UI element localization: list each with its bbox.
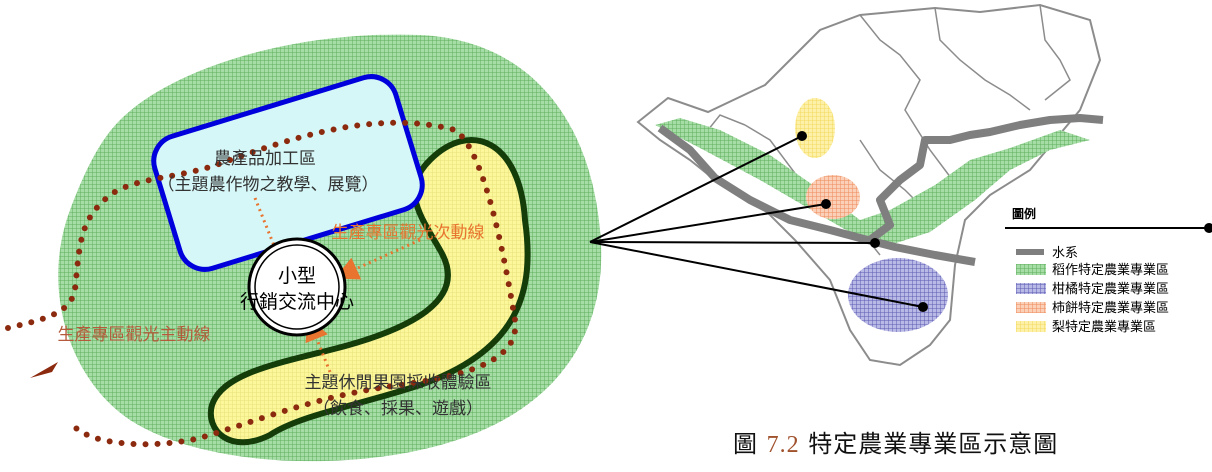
legend-label-persimmon: 柿餅特定農業專業區 — [1052, 300, 1169, 316]
legend-swatch-river — [1016, 249, 1044, 255]
main-route-arrow-icon — [30, 362, 58, 378]
regional-map — [589, 3, 1212, 367]
main-tour-route — [5, 119, 519, 448]
caption-title: 特定農業專業區示意圖 — [800, 430, 1059, 458]
legend-label-pear: 梨特定農業專業區 — [1052, 319, 1156, 335]
main-route-label: 生產專區觀光主動線 — [58, 325, 211, 345]
orchard-zone-subtitle: （飲食、採果、遊戲） — [313, 399, 483, 419]
legend-title: 圖例 — [1012, 206, 1036, 221]
rice-zone-band — [655, 118, 1090, 245]
caption-prefix: 圖 — [733, 430, 767, 458]
processing-zone-title: 農產品加工區 — [214, 149, 316, 169]
secondary-route-label: 生產專區觀光次動線 — [332, 223, 485, 243]
legend: 圖例 水系 稻作特定農業專業區 柑橘特定農業專業區 柿餅特定農業專業區 梨特定農… — [1012, 206, 1169, 335]
secondary-route-top — [253, 197, 288, 274]
marketing-center-label-line2: 行銷交流中心 — [240, 291, 354, 313]
pointer-dots — [797, 131, 1212, 312]
marketing-center-label-line1: 小型 — [278, 265, 316, 287]
persimmon-zone — [806, 175, 860, 219]
legend-swatch-rice — [1016, 264, 1046, 275]
orchard-zone-title: 主題休閒果園採收體驗區 — [305, 373, 492, 393]
caption-number: 7.2 — [767, 432, 800, 458]
river — [657, 114, 1104, 266]
processing-zone-subtitle: （主題農作物之教學、展覽） — [158, 175, 379, 195]
pear-zone — [795, 98, 835, 158]
orchard-zone — [207, 137, 531, 446]
secondary-route-right — [334, 238, 421, 280]
legend-label-river: 水系 — [1052, 246, 1078, 261]
legend-swatch-pear — [1016, 321, 1046, 332]
pointer-lines — [589, 135, 1210, 308]
legend-swatch-citrus — [1016, 283, 1046, 294]
legend-swatch-persimmon — [1016, 302, 1046, 313]
legend-label-rice: 稻作特定農業專業區 — [1052, 262, 1169, 278]
legend-label-citrus: 柑橘特定農業專業區 — [1052, 281, 1169, 297]
map-boundary — [636, 3, 1102, 367]
marketing-center-inner — [254, 244, 340, 330]
figure-caption: 圖 7.2 特定農業專業區示意圖 — [733, 430, 1058, 458]
citrus-zone — [848, 258, 948, 332]
